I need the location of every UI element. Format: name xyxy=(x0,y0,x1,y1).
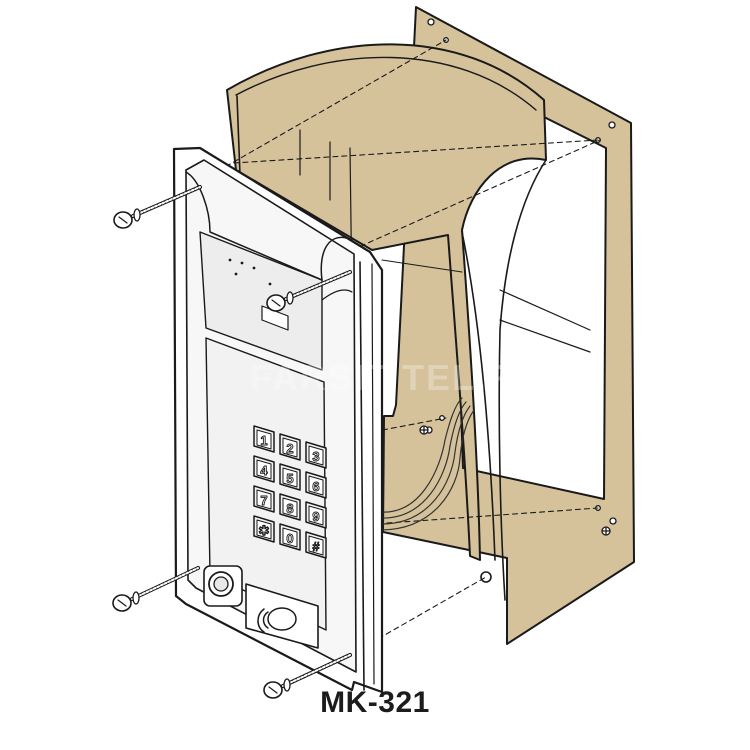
keypad-key-label: # xyxy=(312,539,320,554)
camera-module xyxy=(203,565,243,607)
keypad-key-label: 0 xyxy=(286,531,293,546)
plate-screws xyxy=(419,425,611,536)
keypad-key[interactable]: 1 xyxy=(253,425,275,453)
mounting-screws xyxy=(112,185,352,699)
keypad-key[interactable]: 8 xyxy=(279,493,301,521)
key-reader-icon xyxy=(257,607,297,633)
screw-icon xyxy=(112,566,200,612)
keypad-key-label: ✱ xyxy=(259,523,270,538)
keypad-key-label: 6 xyxy=(312,479,319,494)
keypad-key[interactable]: 5 xyxy=(279,463,301,491)
cable-hole xyxy=(480,571,492,583)
keypad-key[interactable]: 2 xyxy=(279,433,301,461)
indicator-dots xyxy=(228,258,272,286)
visor-hood xyxy=(226,43,591,601)
wiring-harness xyxy=(379,397,475,531)
keypad-key-label: 8 xyxy=(286,501,293,516)
keypad-key[interactable]: ✱ xyxy=(253,515,275,543)
model-caption: MK-321 xyxy=(320,686,430,719)
keypad-key-label: 1 xyxy=(260,433,267,448)
keypad-key-label: 5 xyxy=(286,471,293,486)
screw-icon xyxy=(263,653,352,699)
screw-icon xyxy=(113,185,202,229)
keypad-key-label: 7 xyxy=(260,493,267,508)
keypad-key[interactable]: 0 xyxy=(279,523,301,551)
keypad-key-label: 3 xyxy=(312,449,319,464)
keypad-key-label: 9 xyxy=(312,509,319,524)
keypad-key[interactable]: 7 xyxy=(253,485,275,513)
screw-icon xyxy=(266,270,352,312)
key-reader xyxy=(245,583,319,649)
keypad-key[interactable]: 6 xyxy=(305,471,327,499)
camera-lens-icon xyxy=(208,571,234,597)
keypad-key[interactable]: 9 xyxy=(305,501,327,529)
keypad-key[interactable]: # xyxy=(305,531,327,559)
keypad-key[interactable]: 4 xyxy=(253,455,275,483)
keypad-key-label: 4 xyxy=(260,463,268,478)
keypad: 1 2 3 4 5 6 7 8 9 ✱ 0 # xyxy=(253,425,327,559)
keypad-key-label: 2 xyxy=(286,441,293,456)
keypad-key[interactable]: 3 xyxy=(305,441,327,469)
